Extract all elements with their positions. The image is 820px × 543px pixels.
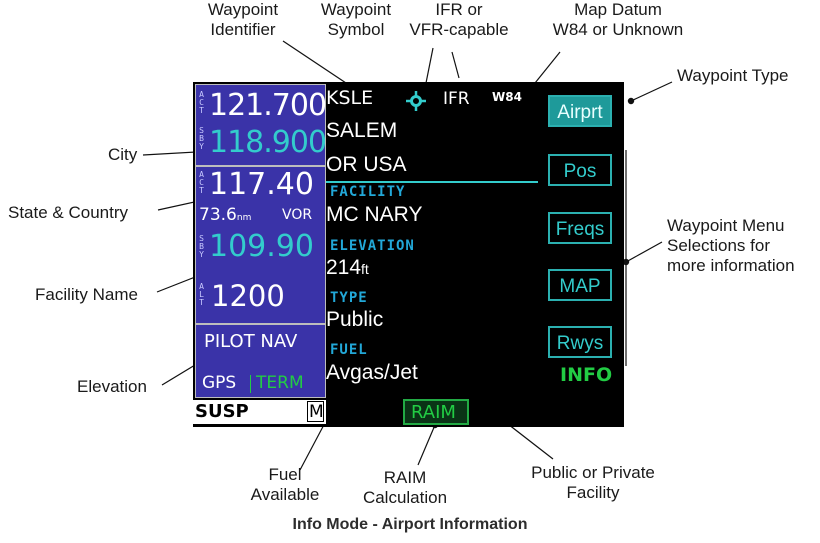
callout-public-private-text: Public or Private Facility: [531, 463, 655, 502]
callout-waypoint-symbol-text: Waypoint Symbol: [320, 0, 392, 39]
nav-pane: ACT 117.40 73.6nm VOR SBY 109.90 ALT 120…: [195, 166, 326, 324]
term-label: TERM: [256, 373, 304, 393]
fuel-value: Avgas/Jet: [326, 361, 418, 384]
flight-rules: IFR: [443, 89, 470, 109]
leader-menu: [625, 241, 663, 263]
raim-box: RAIM: [403, 399, 469, 425]
callout-city-text: City: [108, 145, 138, 164]
gps-label: GPS: [202, 373, 237, 393]
menu-runways-button[interactable]: Rwys: [548, 326, 612, 358]
callout-raim-calculation-text: RAIM Calculation: [362, 468, 448, 507]
callout-city: City: [108, 145, 137, 165]
callout-public-private: Public or Private Facility: [508, 463, 678, 503]
bottom-status-strip: SUSP M: [193, 400, 326, 424]
callout-facility-name-text: Facility Name: [35, 285, 138, 304]
callout-fuel-available-text: Fuel Available: [250, 465, 320, 504]
com-standby-freq: 118.900: [209, 125, 327, 160]
nav-active-tag: ACT: [199, 170, 204, 195]
com-active-tag: ACT: [199, 90, 204, 115]
city-value: SALEM: [326, 119, 398, 142]
callout-menu-selections: Waypoint Menu Selections for more inform…: [667, 216, 795, 276]
callout-elevation-text: Elevation: [77, 377, 147, 396]
leader-raim: [417, 424, 436, 466]
callout-waypoint-identifier-text: Waypoint Identifier: [207, 0, 279, 39]
waypoint-identifier: KSLE: [326, 87, 374, 109]
m-label: M: [309, 402, 324, 422]
nav-standby-tag: SBY: [199, 234, 204, 259]
elevation-header: ELEVATION: [330, 238, 415, 254]
com-active-freq: 121.700: [209, 88, 327, 123]
section-divider: [326, 181, 538, 183]
nav-standby-freq: 109.90: [209, 229, 314, 264]
dme-distance-value: 73.6: [199, 205, 237, 225]
callout-fuel-available: Fuel Available: [245, 465, 325, 505]
airport-waypoint-icon: [406, 91, 426, 111]
type-value: Public: [326, 308, 384, 331]
callout-raim-calculation: RAIM Calculation: [350, 468, 460, 508]
fuel-header: FUEL: [330, 342, 368, 358]
facility-header: FACILITY: [330, 184, 406, 200]
m-box: M: [307, 401, 324, 422]
callout-state-country-text: State & Country: [8, 203, 129, 222]
map-datum: W84: [492, 90, 522, 104]
mode-label: PILOT NAV: [204, 331, 298, 352]
callout-map-datum: Map Datum W84 or Unknown: [548, 0, 688, 40]
menu-position-button[interactable]: Pos: [548, 154, 612, 186]
leader-waypoint-type: [630, 81, 673, 102]
type-header: TYPE: [330, 290, 368, 306]
callout-waypoint-type-text: Waypoint Type: [677, 66, 789, 85]
callout-menu-selections-text: Waypoint Menu Selections for more inform…: [667, 216, 795, 275]
com-pane: ACT SBY 121.700 118.900: [195, 84, 327, 166]
altitude-value: 1200: [211, 279, 285, 313]
state-country-value: OR USA: [326, 153, 407, 176]
gps-term-divider: [250, 375, 251, 393]
susp-label: SUSP: [195, 401, 249, 422]
facility-value: MC NARY: [326, 203, 423, 226]
mode-pane: PILOT NAV GPS TERM: [195, 324, 326, 398]
callout-waypoint-identifier: Waypoint Identifier: [196, 0, 290, 40]
callout-ifr-vfr-text: IFR or VFR-capable: [409, 0, 509, 39]
callout-ifr-vfr: IFR or VFR-capable: [408, 0, 510, 40]
gps-screen: ACT SBY 121.700 118.900 ACT 117.40 73.6n…: [193, 82, 624, 427]
callout-facility-name: Facility Name: [35, 285, 138, 305]
callout-elevation: Elevation: [77, 377, 147, 397]
dme-distance: 73.6nm: [199, 205, 251, 225]
alt-tag: ALT: [199, 282, 204, 307]
elevation-value-row: 214ft: [326, 256, 369, 280]
com-standby-tag: SBY: [199, 126, 204, 151]
menu-frequencies-button[interactable]: Freqs: [548, 212, 612, 244]
figure-caption: Info Mode - Airport Information: [292, 516, 528, 533]
menu-airport-button[interactable]: Airprt: [548, 95, 612, 127]
callout-map-datum-text: Map Datum W84 or Unknown: [552, 0, 684, 39]
nav-type: VOR: [282, 207, 313, 223]
callout-waypoint-symbol: Waypoint Symbol: [310, 0, 402, 40]
menu-map-button[interactable]: MAP: [548, 269, 612, 301]
dme-distance-unit: nm: [236, 213, 252, 223]
callout-state-country: State & Country: [8, 203, 128, 223]
raim-label: RAIM: [411, 402, 456, 423]
elevation-value: 214: [326, 256, 362, 279]
elevation-unit: ft: [361, 261, 369, 277]
callout-waypoint-type: Waypoint Type: [677, 66, 789, 86]
page-label: INFO: [560, 364, 613, 386]
nav-active-freq: 117.40: [209, 167, 314, 202]
leader-ifr: [451, 51, 460, 79]
